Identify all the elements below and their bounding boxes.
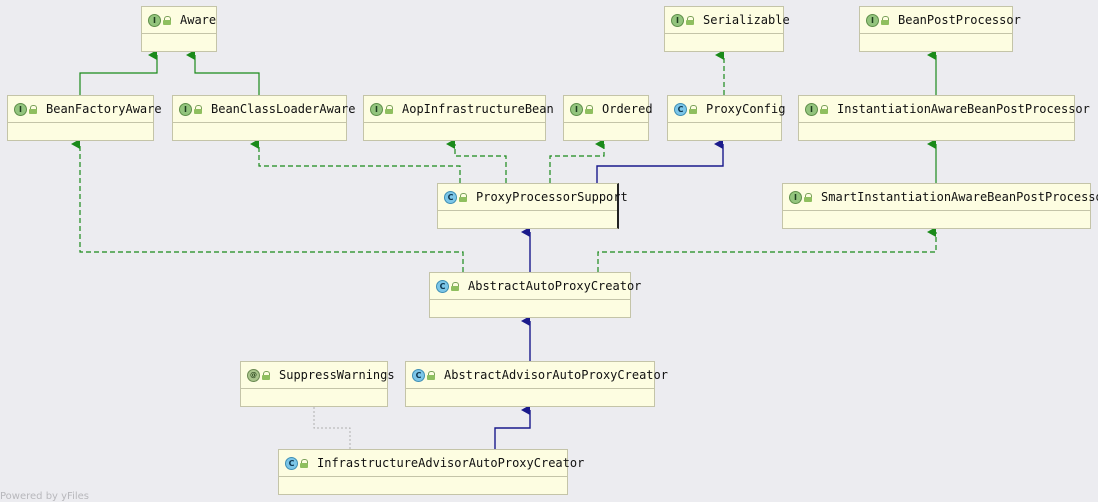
edge-abstract_auto_proxy_creator-to-smart_instantiation_aware_bpp [597,227,937,272]
node-suppress-warnings[interactable]: @ SuppressWarnings [240,361,395,407]
interface-icon: I [179,102,192,116]
edge-infrastructure_advisor_auto_proxy_creator-to-suppress_warnings [313,407,351,449]
node-label: InfrastructureAdvisorAutoProxyCreator [317,456,585,470]
node-proxy-processor-support[interactable]: C ProxyProcessorSupport [437,183,628,229]
node-instantiation-aware-bean-post-processor[interactable]: I InstantiationAwareBeanPostProcessor [798,95,1090,141]
lock-icon [29,104,38,114]
node-label: BeanFactoryAware [46,102,162,116]
node-label: ProxyConfig [706,102,786,116]
class-icon: C [674,102,687,116]
interface-icon: I [370,102,383,116]
node-bean-class-loader-aware[interactable]: I BeanClassLoaderAware [172,95,356,141]
edge-proxy_processor_support-to-bean_class_loader_aware [250,139,461,183]
interface-icon: I [805,102,818,116]
edge-bean_factory_aware-to-aware [79,50,158,95]
node-bean-post-processor[interactable]: I BeanPostProcessor [859,6,1021,52]
node-label: AbstractAutoProxyCreator [468,279,642,293]
class-icon: C [444,190,457,204]
yfiles-watermark: Powered by yFiles [0,491,89,502]
interface-icon: I [570,102,583,116]
node-proxy-config[interactable]: C ProxyConfig [667,95,786,141]
edge-bean_class_loader_aware-to-aware [186,50,260,95]
interface-icon: I [866,13,879,27]
lock-icon [451,281,460,291]
edge-proxy_processor_support-to-aop_infrastructure_bean [446,139,507,183]
abstract-class-icon: C [412,368,425,382]
lock-icon [881,15,890,25]
node-serializable[interactable]: I Serializable [664,6,790,52]
node-label: BeanClassLoaderAware [211,102,356,116]
node-aware[interactable]: I Aware [141,6,217,52]
lock-icon [686,15,695,25]
node-aop-infrastructure-bean[interactable]: I AopInfrastructureBean [363,95,554,141]
interface-icon: I [789,190,802,204]
abstract-class-icon: C [436,279,449,293]
node-bean-factory-aware[interactable]: I BeanFactoryAware [7,95,162,141]
lock-icon [820,104,829,114]
node-label: ProxyProcessorSupport [476,190,628,204]
lock-icon [689,104,698,114]
lock-icon [804,192,813,202]
interface-icon: I [148,13,161,27]
annotation-icon: @ [247,368,260,382]
node-label: Aware [180,13,217,27]
interface-icon: I [671,13,684,27]
node-label: AopInfrastructureBean [402,102,554,116]
edge-infrastructure_advisor_auto_proxy_creator-to-abstract_advisor_auto_proxy_creator [494,405,531,449]
lock-icon [262,370,271,380]
node-smart-instantiation-aware-bean-post-processor[interactable]: I SmartInstantiationAwareBeanPostProcesso… [782,183,1098,229]
node-label: SmartInstantiationAwareBeanPostProcessor [821,190,1098,204]
lock-icon [459,192,468,202]
node-abstract-auto-proxy-creator[interactable]: C AbstractAutoProxyCreator [429,272,641,318]
class-icon: C [285,456,298,470]
node-label: BeanPostProcessor [898,13,1021,27]
lock-icon [194,104,203,114]
lock-icon [300,458,309,468]
edge-proxy_processor_support-to-proxy_config [596,139,724,183]
node-label: SuppressWarnings [279,368,395,382]
node-abstract-advisor-auto-proxy-creator[interactable]: C AbstractAdvisorAutoProxyCreator [405,361,668,407]
lock-icon [427,370,436,380]
edge-proxy_processor_support-to-ordered [549,139,605,183]
node-label: Ordered [602,102,653,116]
node-infrastructure-advisor-auto-proxy-creator[interactable]: C InfrastructureAdvisorAutoProxyCreator [278,449,584,495]
edge-abstract_auto_proxy_creator-to-bean_factory_aware [71,139,464,272]
node-label: InstantiationAwareBeanPostProcessor [837,102,1090,116]
node-ordered[interactable]: I Ordered [563,95,653,141]
interface-icon: I [14,102,27,116]
node-label: AbstractAdvisorAutoProxyCreator [444,368,668,382]
lock-icon [385,104,394,114]
lock-icon [163,15,172,25]
lock-icon [585,104,594,114]
node-label: Serializable [703,13,790,27]
